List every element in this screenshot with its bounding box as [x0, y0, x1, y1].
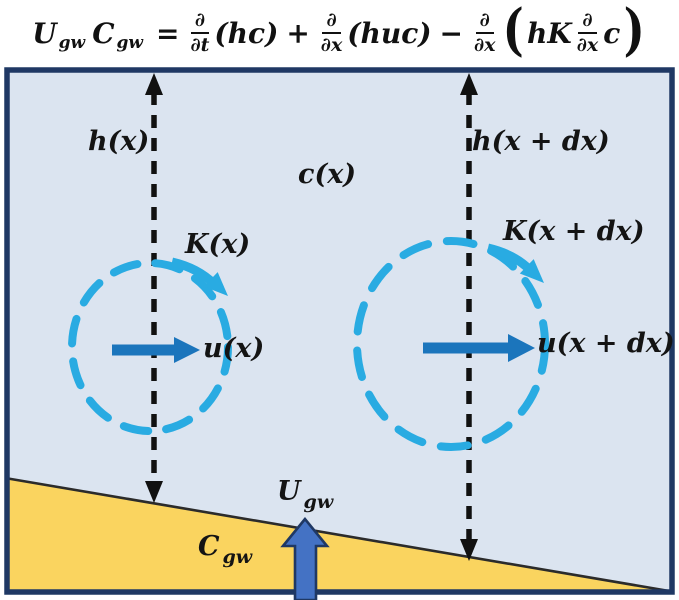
eq-plus: + — [286, 16, 310, 50]
label-u-left: u(x) — [203, 333, 265, 364]
label-u-right: u(x + dx) — [537, 328, 675, 359]
eq-ddx-fraction-3: ∂ ∂x — [576, 8, 599, 56]
eq-term-hc: (hc) — [214, 16, 279, 50]
label-U-gw-subscript: gw — [303, 491, 334, 513]
groundwater-arrow — [280, 516, 330, 600]
velocity-arrow-left — [112, 337, 200, 363]
eq-term-huc: (huc) — [347, 16, 432, 50]
eq-C: C — [92, 16, 115, 50]
sediment-interface-line — [7, 477, 673, 593]
eq-right-paren: ) — [623, 0, 646, 63]
depth-arrow-right — [460, 73, 478, 561]
eq-ddx-fraction-1: ∂ ∂x — [320, 8, 343, 56]
eq-c: c — [603, 16, 621, 50]
domain-frame — [4, 67, 675, 595]
eq-C-subscript: gw — [116, 33, 144, 53]
eq-U-subscript: gw — [58, 33, 86, 53]
eq-hK: hK — [527, 16, 572, 50]
label-K-left: K(x) — [185, 229, 251, 260]
mixing-circle-left — [68, 259, 232, 435]
depth-arrow-left — [145, 73, 163, 503]
eq-left-paren: ( — [502, 0, 524, 63]
label-h-right: h(x + dx) — [472, 126, 610, 157]
mixing-arrow-left — [170, 257, 228, 296]
label-C-gw-subscript: gw — [222, 546, 253, 568]
eq-equals: = — [156, 16, 180, 50]
eq-ddx-fraction-2: ∂ ∂x — [474, 8, 496, 56]
eq-minus: − — [439, 16, 464, 50]
mixing-circle-right — [353, 237, 549, 451]
label-K-right: K(x + dx) — [503, 216, 645, 247]
label-h-left: h(x) — [88, 126, 150, 157]
mixing-arrow-right — [486, 243, 544, 283]
label-concentration: c(x) — [298, 159, 357, 190]
eq-ddt-fraction: ∂ ∂t — [190, 8, 210, 56]
eq-U: U — [32, 16, 57, 50]
velocity-arrow-right — [423, 334, 535, 362]
